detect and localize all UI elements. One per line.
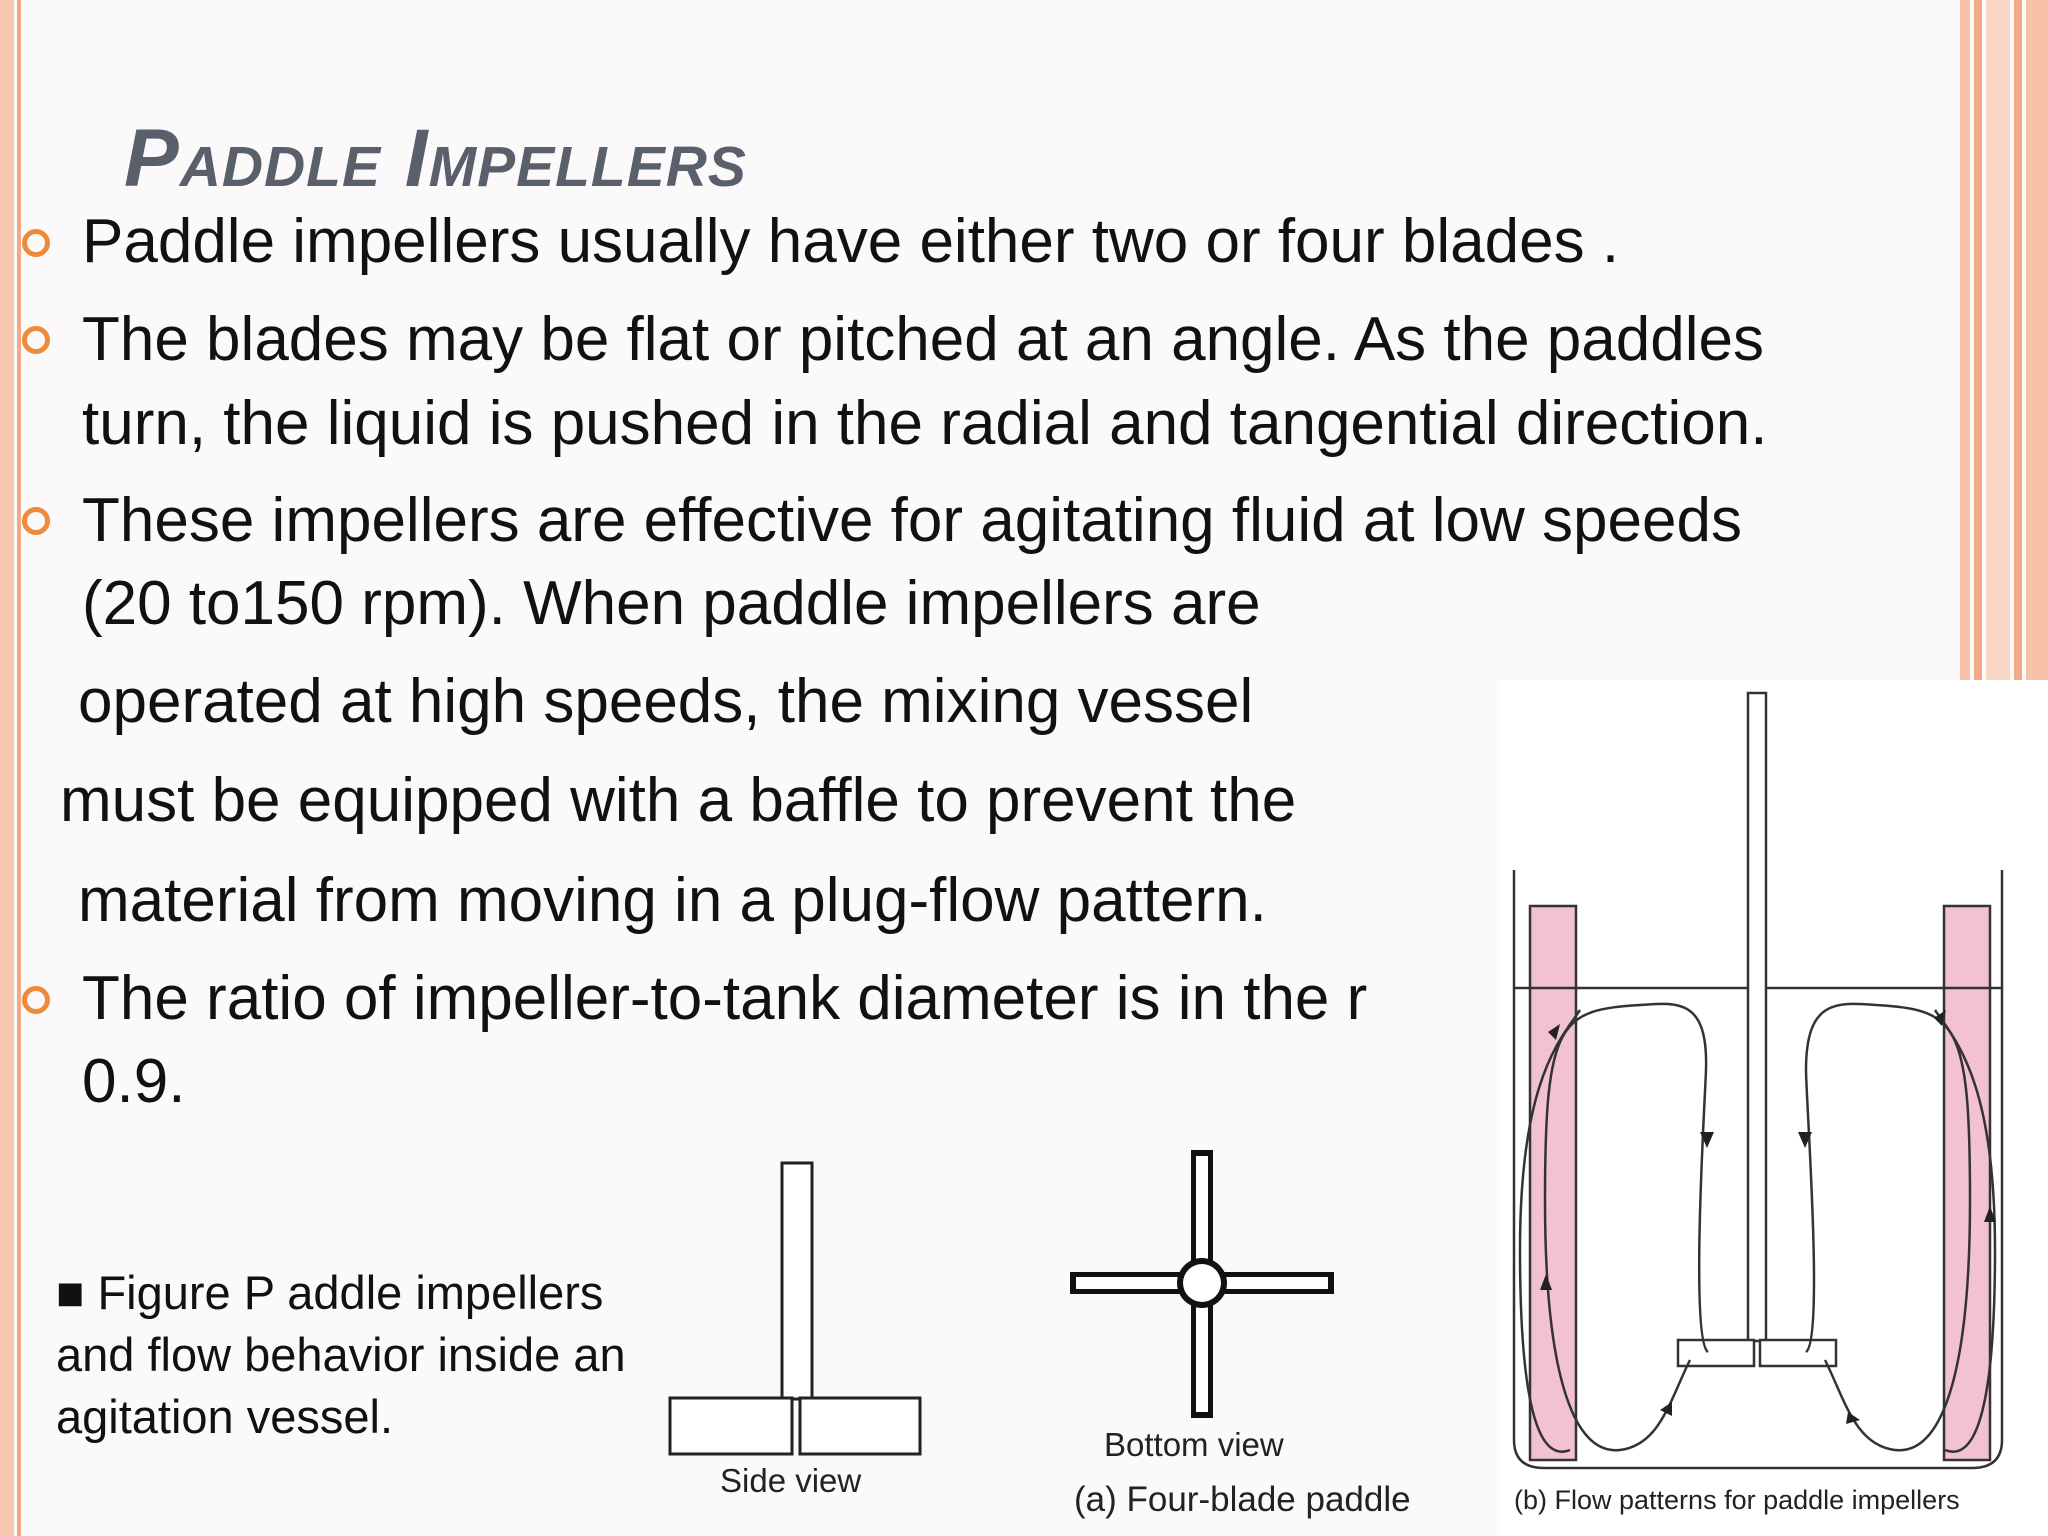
side-view-paddle-diagram (668, 1161, 922, 1456)
caption-line-3: agitation vessel. (56, 1390, 394, 1443)
flow-pattern-vessel-diagram (1512, 691, 2004, 1470)
left-border-line (17, 0, 21, 1536)
bullet-icon (22, 986, 50, 1014)
bullet-2-line-1: The blades may be flat or pitched at an … (82, 305, 1764, 374)
bullet-2-line-2: turn, the liquid is pushed in the radial… (82, 389, 1768, 458)
bullet-icon (22, 507, 50, 535)
figure-part-a-label: (a) Four-blade paddle (1074, 1480, 1411, 1519)
bullet-1-text: Paddle impellers usually have either two… (82, 207, 1620, 276)
bottom-view-paddle-diagram (1070, 1150, 1334, 1418)
bullet-3-line-1: These impellers are effective for agitat… (82, 486, 1742, 555)
left-border-stripe (0, 0, 14, 1536)
caption-line-2: and flow behavior inside an (56, 1328, 626, 1381)
bullet-icon (22, 229, 50, 257)
figure-part-b-label: (b) Flow patterns for paddle impellers (1514, 1485, 1960, 1515)
flow-arrows (1540, 1010, 1996, 1424)
side-view-label: Side view (720, 1462, 862, 1499)
bullet-3-line-4: must be equipped with a baffle to preven… (60, 766, 1297, 835)
figure-caption: ■ Figure P addle impellers and flow beha… (56, 1262, 626, 1448)
bottom-view-label: Bottom view (1104, 1426, 1284, 1463)
bullet-3-line-2: (20 to150 rpm). When paddle impellers ar… (82, 569, 1261, 638)
caption-line-1: ■ Figure P addle impellers (56, 1266, 604, 1319)
bullet-4-line-2: 0.9. (82, 1047, 186, 1116)
bullet-3-line-3: operated at high speeds, the mixing vess… (78, 667, 1254, 736)
right-border-stripes (1960, 0, 2048, 680)
bullet-3-line-5: material from moving in a plug-flow patt… (78, 866, 1267, 935)
bullet-4-line-1: The ratio of impeller-to-tank diameter i… (82, 964, 1368, 1033)
slide-title: Paddle Impellers (124, 113, 747, 204)
bullet-icon (22, 326, 50, 354)
